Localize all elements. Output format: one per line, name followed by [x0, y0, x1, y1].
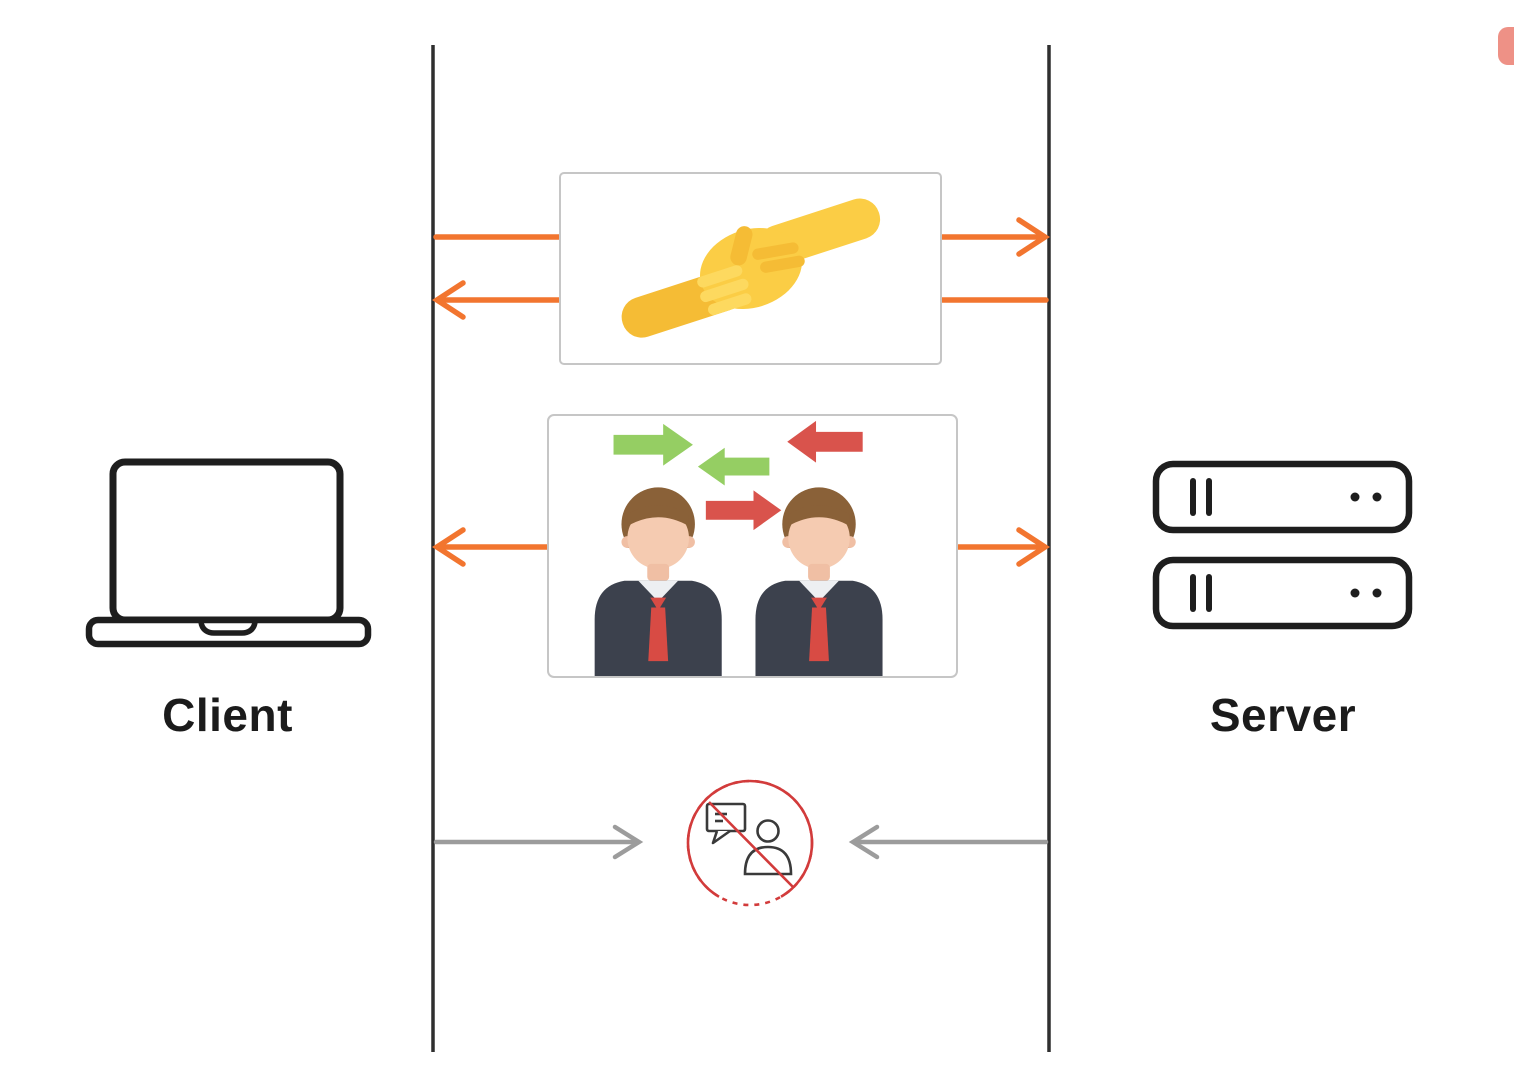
no-communication-icon — [686, 779, 814, 907]
speech-bubble-icon — [705, 802, 747, 845]
client-close-arrow — [433, 824, 644, 860]
muted-person-icon — [743, 819, 793, 876]
green-right-arrow-icon — [613, 423, 693, 466]
handshake-icon — [621, 198, 880, 338]
data-exchange-message-box — [547, 414, 958, 678]
red-left-arrow-icon — [787, 420, 863, 463]
person-left-icon — [594, 487, 722, 676]
client-label: Client — [162, 689, 293, 741]
data-exchange-people-icon — [594, 420, 883, 676]
server-close-arrow — [848, 824, 1049, 860]
server-unit-2 — [1152, 556, 1413, 630]
laptop-icon — [85, 458, 372, 648]
red-right-arrow-icon — [705, 490, 782, 531]
prohibition-slash — [708, 801, 794, 888]
handshake-message-box — [559, 172, 942, 365]
server-rack-icon — [1152, 460, 1413, 630]
green-left-arrow-icon — [697, 447, 770, 486]
server-label: Server — [1209, 689, 1357, 741]
server-unit-1 — [1152, 460, 1413, 534]
person-right-icon — [755, 487, 883, 676]
corner-artifact — [1498, 27, 1514, 65]
